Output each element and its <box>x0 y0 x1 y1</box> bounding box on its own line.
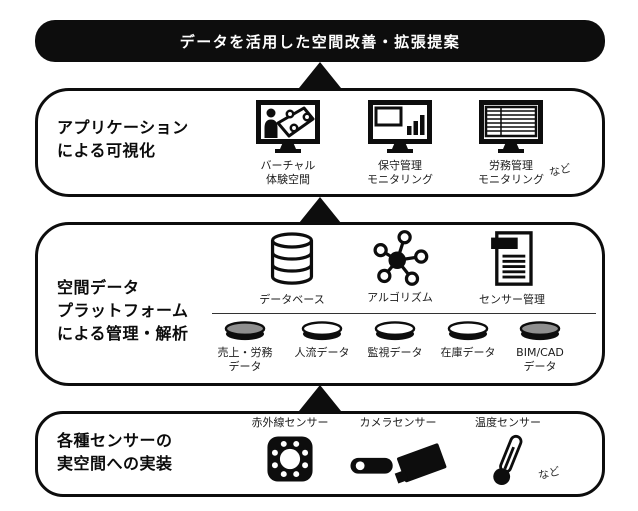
disk-icon <box>223 321 267 342</box>
data-disk-bim-cad: BIM/CAD データ <box>500 321 580 374</box>
app-item-maintenance: 保守管理 モニタリング <box>350 96 450 187</box>
sensor-item-thermometer: 温度センサー <box>452 416 564 490</box>
platform-tool-label: センサー管理 <box>479 293 545 306</box>
sensor-label: カメラセンサー <box>359 416 437 429</box>
heading-line: アプリケーション <box>57 118 189 137</box>
algorithm-network-icon <box>370 228 430 287</box>
platform-tool-label: アルゴリズム <box>367 291 433 304</box>
disk-icon <box>446 321 490 342</box>
sensor-item-camera: カメラセンサー <box>338 416 458 486</box>
platform-tool-sensor-management: センサー管理 <box>457 230 567 307</box>
heading-line: プラットフォーム <box>57 301 189 320</box>
data-disk-label: BIM/CAD データ <box>516 346 564 374</box>
app-item-label: バーチャル 体験空間 <box>261 159 316 187</box>
sensor-layer-heading: 各種センサーの 実空間への実装 <box>57 429 173 475</box>
disk-icon <box>300 321 344 342</box>
diagram-title-bar: データを活用した空間改善・拡張提案 <box>35 20 605 62</box>
label-line: データ <box>523 360 557 373</box>
label-line: BIM/CAD <box>516 346 564 359</box>
label-line: データ <box>228 360 262 373</box>
sensor-label: 赤外線センサー <box>251 416 329 429</box>
sensor-management-document-icon <box>488 230 536 287</box>
heading-line: 各種センサーの <box>57 431 173 450</box>
platform-tool-algorithm: アルゴリズム <box>345 228 455 305</box>
label-line: モニタリング <box>367 173 433 186</box>
sensor-label: 温度センサー <box>475 416 541 429</box>
application-layer-heading: アプリケーション による可視化 <box>57 116 189 162</box>
monitor-labor-table-icon <box>479 96 543 154</box>
heading-line: 実空間への実装 <box>57 454 173 473</box>
data-disk-label: 監視データ <box>368 346 423 360</box>
disk-icon <box>373 321 417 342</box>
data-disk-surveillance: 監視データ <box>355 321 435 360</box>
data-disk-sales-labor: 売上・労務 データ <box>205 321 285 374</box>
label-line: 人流データ <box>294 346 350 359</box>
label-line: 体験空間 <box>265 173 310 186</box>
label-line: 監視データ <box>367 346 423 359</box>
label-line: 売上・労務 <box>217 346 273 359</box>
app-item-label: 保守管理 モニタリング <box>367 159 433 187</box>
database-icon <box>267 231 317 287</box>
platform-divider <box>212 313 596 314</box>
thermometer-icon <box>486 432 530 490</box>
app-item-labor: 労務管理 モニタリング <box>461 96 561 187</box>
monitor-maintenance-chart-icon <box>368 96 432 154</box>
data-disk-people-flow: 人流データ <box>282 321 362 360</box>
data-disk-inventory: 在庫データ <box>428 321 508 360</box>
label-line: 在庫データ <box>440 346 496 359</box>
platform-tool-label: データベース <box>259 293 325 306</box>
data-disk-label: 人流データ <box>295 346 350 360</box>
platform-layer-heading: 空間データ プラットフォーム による管理・解析 <box>57 276 189 345</box>
sensor-item-infrared: 赤外線センサー <box>230 416 350 483</box>
heading-line: による可視化 <box>57 141 156 160</box>
disk-icon <box>518 321 562 342</box>
app-item-virtual-space: バーチャル 体験空間 <box>238 96 338 187</box>
label-line: モニタリング <box>478 173 544 186</box>
app-item-label: 労務管理 モニタリング <box>478 159 544 187</box>
platform-tool-database: データベース <box>237 231 347 307</box>
monitor-virtual-space-icon <box>256 96 320 154</box>
up-arrow-icon <box>299 385 341 411</box>
camera-sensor-icon <box>342 442 454 486</box>
up-arrow-icon <box>299 62 341 88</box>
heading-line: による管理・解析 <box>57 324 189 343</box>
label-line: 労務管理 <box>489 159 533 172</box>
label-line: 保守管理 <box>378 159 422 172</box>
label-line: バーチャル <box>260 159 316 172</box>
infrared-sensor-icon <box>266 435 314 483</box>
up-arrow-icon <box>299 197 341 223</box>
data-disk-label: 在庫データ <box>441 346 496 360</box>
heading-line: 空間データ <box>57 278 140 297</box>
data-disk-label: 売上・労務 データ <box>218 346 273 374</box>
diagram-title: データを活用した空間改善・拡張提案 <box>179 32 461 51</box>
